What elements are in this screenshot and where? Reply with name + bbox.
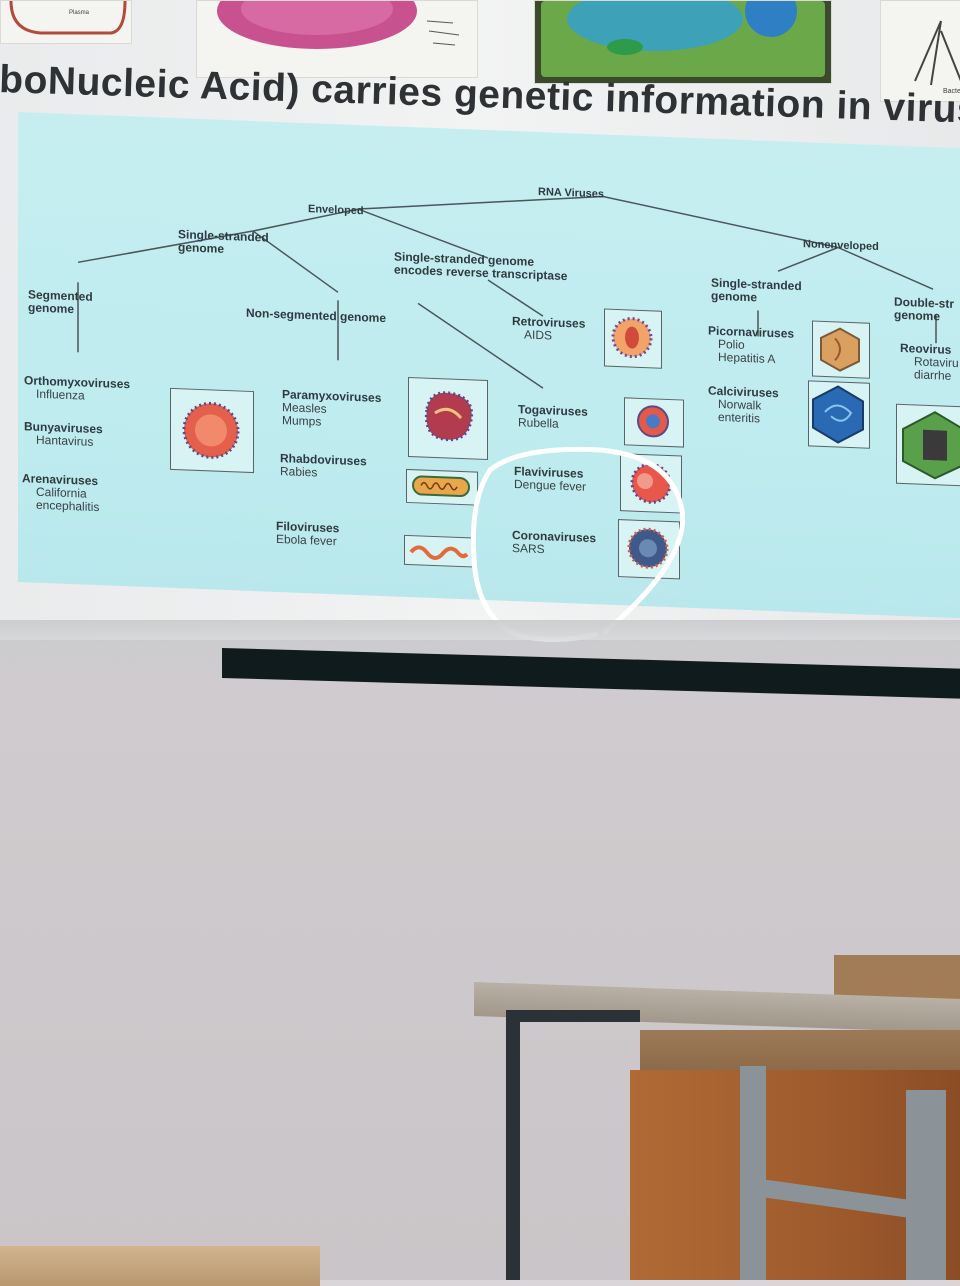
desk-frame [520,1010,640,1022]
desk-panel [630,1070,960,1280]
togavirus-drawing [637,405,669,438]
paramyxovirus-image [408,376,488,461]
thumbnail-caption: Plasma [69,10,90,16]
rna-virus-diagram: RNA Viruses Enveloped Nonenveloped Singl… [18,112,960,621]
coronavirus-image [618,519,680,580]
thumbnail-caption: Bacte [943,88,960,95]
tree-connectors [77,195,937,389]
foreground-desk [0,1246,320,1286]
rhabdovirus-image [406,468,478,506]
togavirus-image [624,397,684,448]
thumbnail-cell-membrane: Plasma [0,0,132,44]
reovirus-image [896,403,960,487]
picornavirus-drawing [820,327,860,372]
retrovirus-drawing [611,317,653,359]
thumbnail-bacteriophage: Bacte [880,0,960,102]
reovirus-drawing [902,411,960,480]
filovirus-drawing [409,545,469,561]
rhabdovirus-drawing [412,475,470,497]
thumbnail-plant-cell [534,0,832,84]
orthomyxovirus-image [170,387,254,474]
spiky-virus-drawing [182,401,240,459]
nucleus-drawing [217,1,460,49]
filovirus-image [404,534,474,568]
picornavirus-image [812,320,870,379]
bacteriophage-drawing [914,20,960,86]
desk-metal-leg [906,1090,946,1280]
retrovirus-image [604,308,662,369]
thumbnail-nucleus [196,0,478,78]
calcivirus-image [808,380,870,449]
cell-membrane-drawing [9,1,127,35]
second-desk-top [640,1030,960,1076]
coronavirus-drawing [627,527,669,569]
paramyxovirus-drawing [424,391,474,442]
thumbnail-strip: Plasma Bacte [0,0,960,102]
desk-leg [506,1010,520,1280]
plant-cell-drawing [541,1,825,77]
projector-screen: Plasma Bacte boNucleic Acid) carries ge [0,0,960,643]
calcivirus-drawing [812,385,864,444]
desk-metal-leg [740,1066,766,1280]
handwritten-circle-annotation [0,0,960,700]
